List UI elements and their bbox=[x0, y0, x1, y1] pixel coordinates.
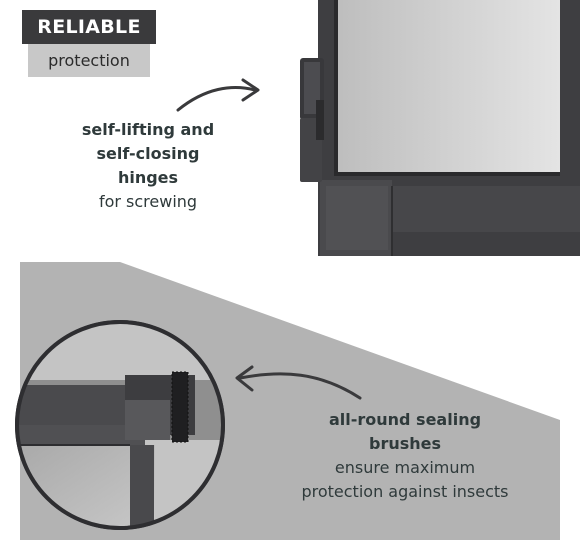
callout-hinges-title-3: hinges bbox=[117, 168, 179, 187]
window-frame bbox=[318, 0, 580, 256]
callout-brushes-title-2: brushes bbox=[368, 434, 442, 453]
callout-hinges: self-lifting and self-closing hinges for… bbox=[58, 118, 238, 214]
brush-detail-circle bbox=[15, 320, 225, 530]
badge-primary: RELIABLE bbox=[22, 10, 156, 44]
callout-hinges-title-1: self-lifting and bbox=[81, 120, 215, 139]
callout-brushes-detail-2: protection against insects bbox=[301, 482, 509, 501]
arrow-brushes bbox=[238, 372, 362, 400]
callout-brushes-title-1: all-round sealing bbox=[328, 410, 482, 429]
callout-hinges-title-2: self-closing bbox=[96, 144, 200, 163]
hinge bbox=[300, 58, 324, 182]
arrow-hinges bbox=[176, 86, 257, 112]
callout-hinges-detail: for screwing bbox=[98, 192, 198, 211]
badge-secondary: protection bbox=[28, 44, 150, 77]
callout-brushes-detail-1: ensure maximum bbox=[334, 458, 476, 477]
callout-brushes: all-round sealing brushes ensure maximum… bbox=[270, 408, 540, 504]
